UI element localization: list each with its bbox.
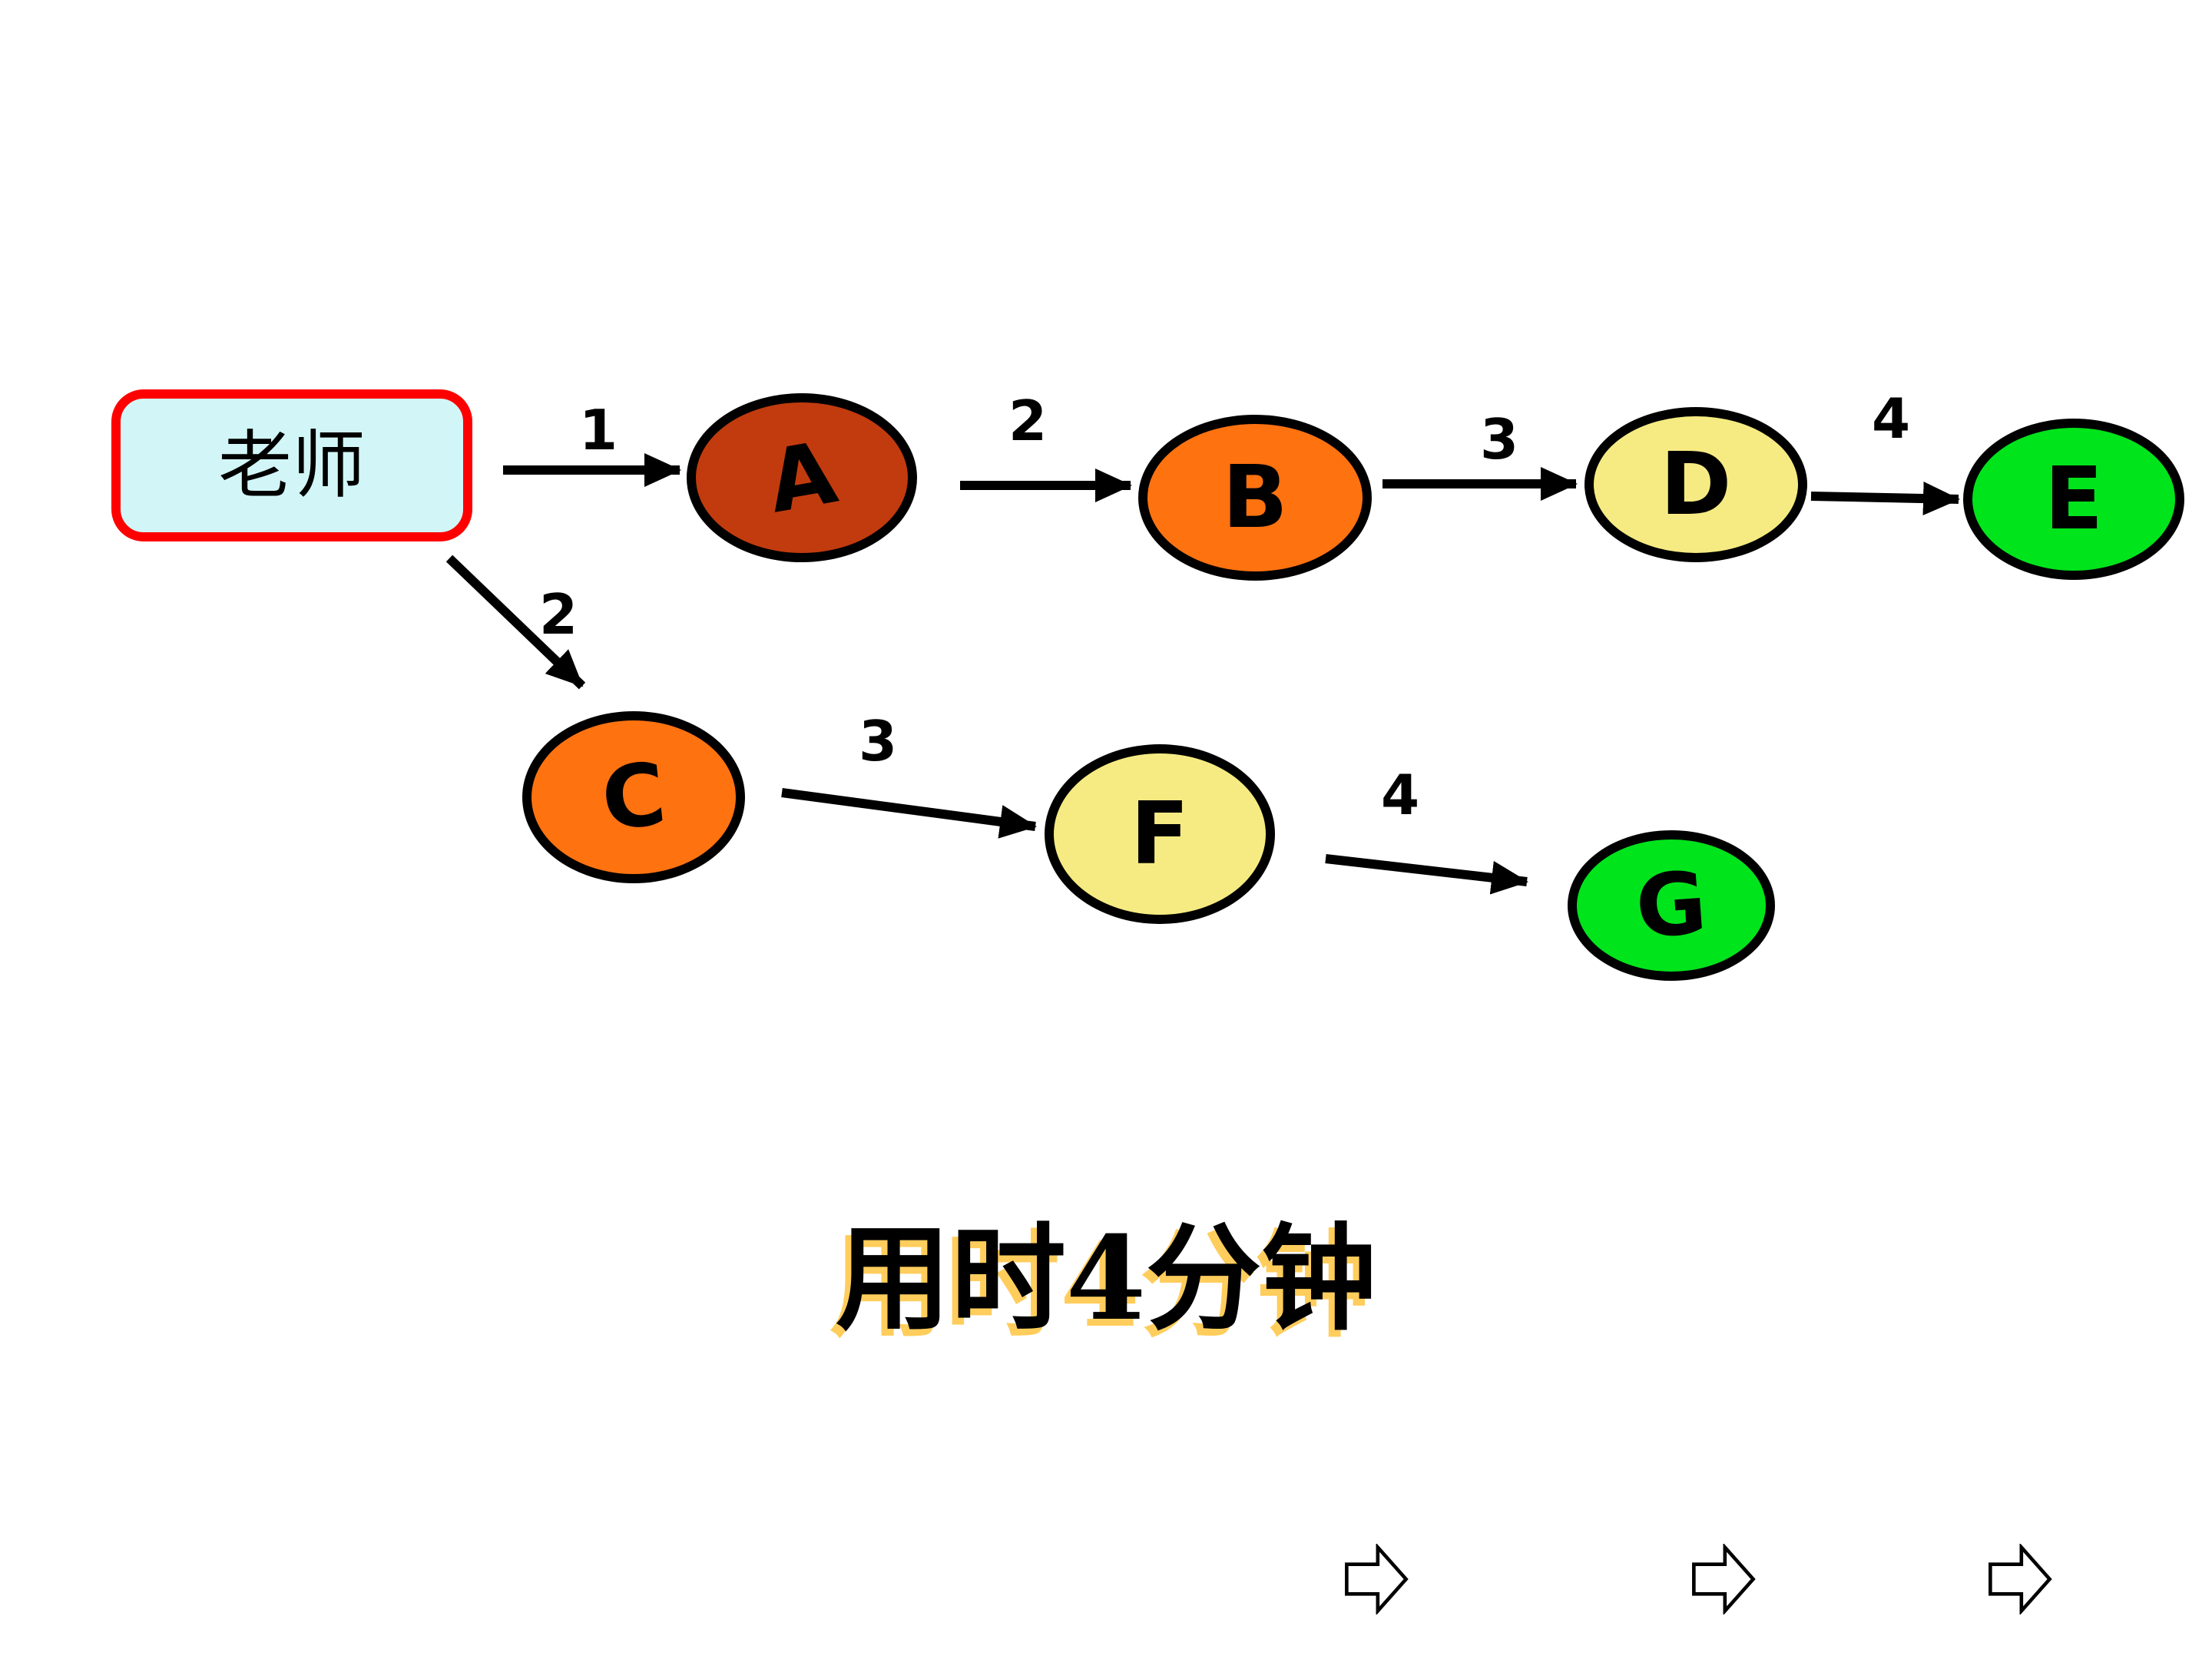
- node-G: G: [1568, 830, 1775, 981]
- node-C: C: [522, 711, 745, 883]
- node-C-label: C: [597, 744, 671, 850]
- edge-label-C-F: 3: [858, 709, 898, 773]
- node-D-label: D: [1660, 435, 1732, 535]
- hollow-right-arrow-icon[interactable]: [1691, 1544, 1756, 1614]
- arrow-D-to-E: [1810, 482, 1960, 516]
- arrow-F-to-G: [1325, 854, 1528, 895]
- teacher-box: 老师: [111, 389, 472, 541]
- node-D: D: [1584, 407, 1807, 562]
- edge-label-B-D: 3: [1479, 407, 1519, 472]
- node-E: E: [1963, 419, 2184, 580]
- edge-label-D-E: 4: [1871, 386, 1911, 451]
- node-E-label: E: [2044, 449, 2104, 549]
- edge-label-teacher-C: 2: [538, 582, 578, 647]
- node-F-label: F: [1130, 784, 1190, 884]
- edge-label-teacher-A: 1: [578, 398, 618, 462]
- arrow-C-to-F: [781, 788, 1037, 839]
- hollow-right-arrow-icon[interactable]: [1344, 1544, 1409, 1614]
- edge-label-A-B: 2: [1008, 389, 1048, 453]
- node-A-label: A: [760, 422, 843, 533]
- node-G-label: G: [1632, 853, 1710, 959]
- node-F: F: [1045, 744, 1275, 924]
- node-B-label: B: [1222, 448, 1288, 548]
- hollow-right-arrow-icon[interactable]: [1988, 1544, 2052, 1614]
- node-A: A: [687, 393, 917, 562]
- teacher-label: 老师: [218, 422, 366, 508]
- caption-time-text: 用时4分钟: [835, 1211, 1377, 1346]
- node-B: B: [1138, 415, 1372, 581]
- edge-label-F-G: 4: [1380, 763, 1420, 827]
